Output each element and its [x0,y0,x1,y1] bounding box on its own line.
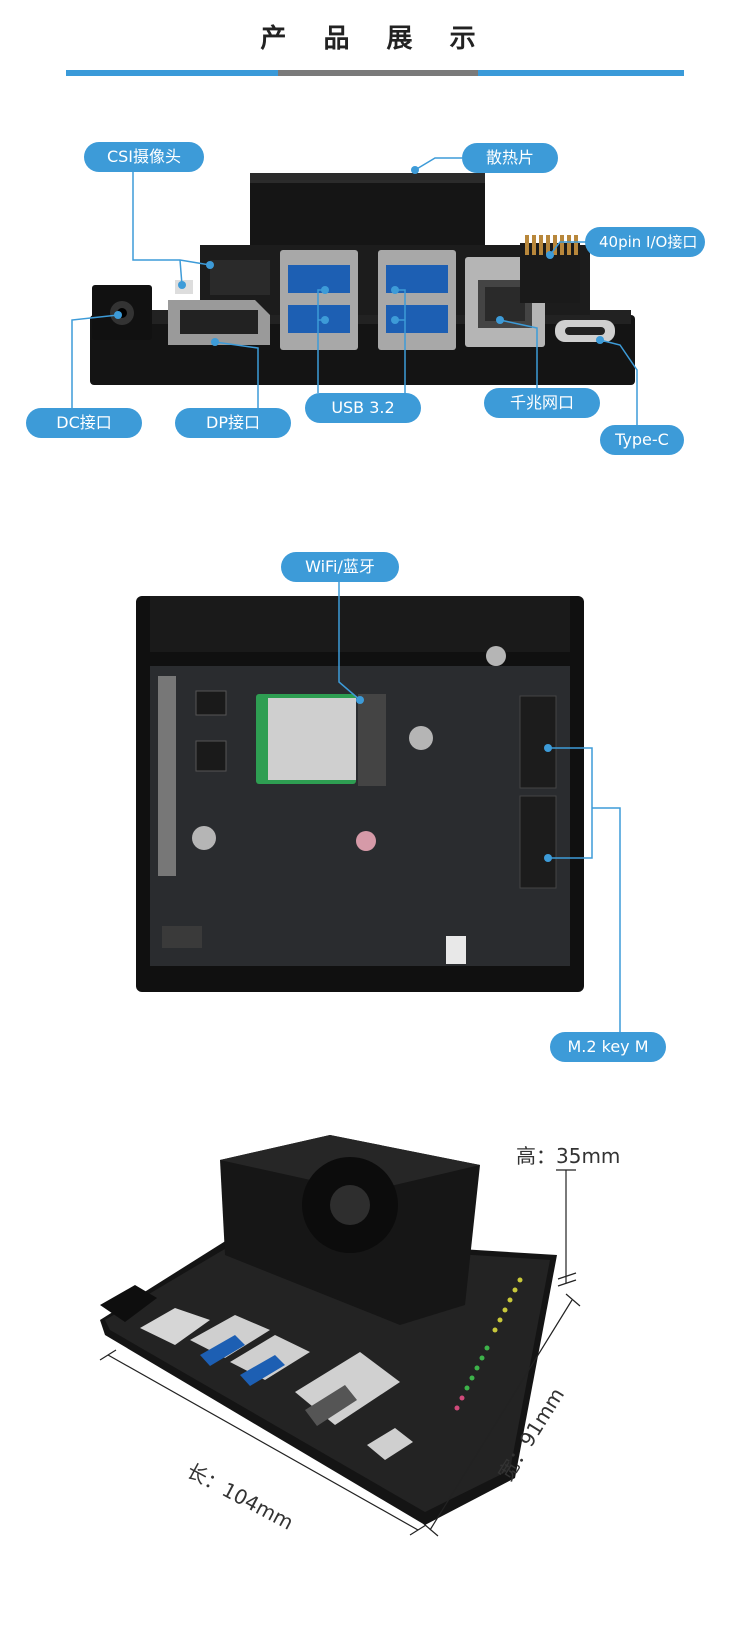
label-gigabit-ethernet: 千兆网口 [484,388,600,418]
label-m2-key-m: M.2 key M [550,1032,666,1062]
label-heatsink: 散热片 [462,143,558,173]
board-front-photo [90,173,635,385]
label-dc-port: DC接口 [26,408,142,438]
label-gpio-40pin: 40pin I/O接口 [585,227,705,257]
label-dp-port: DP接口 [175,408,291,438]
title-bar-middle [278,70,478,76]
label-csi-camera: CSI摄像头 [84,142,204,172]
label-wifi-bluetooth: WiFi/蓝牙 [281,552,399,582]
title-bar-right [478,70,684,76]
label-type-c: Type-C [600,425,684,455]
board-isometric-photo [100,1135,557,1525]
title-bar-left [66,70,278,76]
label-usb-32: USB 3.2 [305,393,421,423]
dimension-height: 高：35mm [516,1144,621,1168]
board-bottom-photo [136,596,584,992]
page-title: 产 品 展 示 [260,24,490,54]
